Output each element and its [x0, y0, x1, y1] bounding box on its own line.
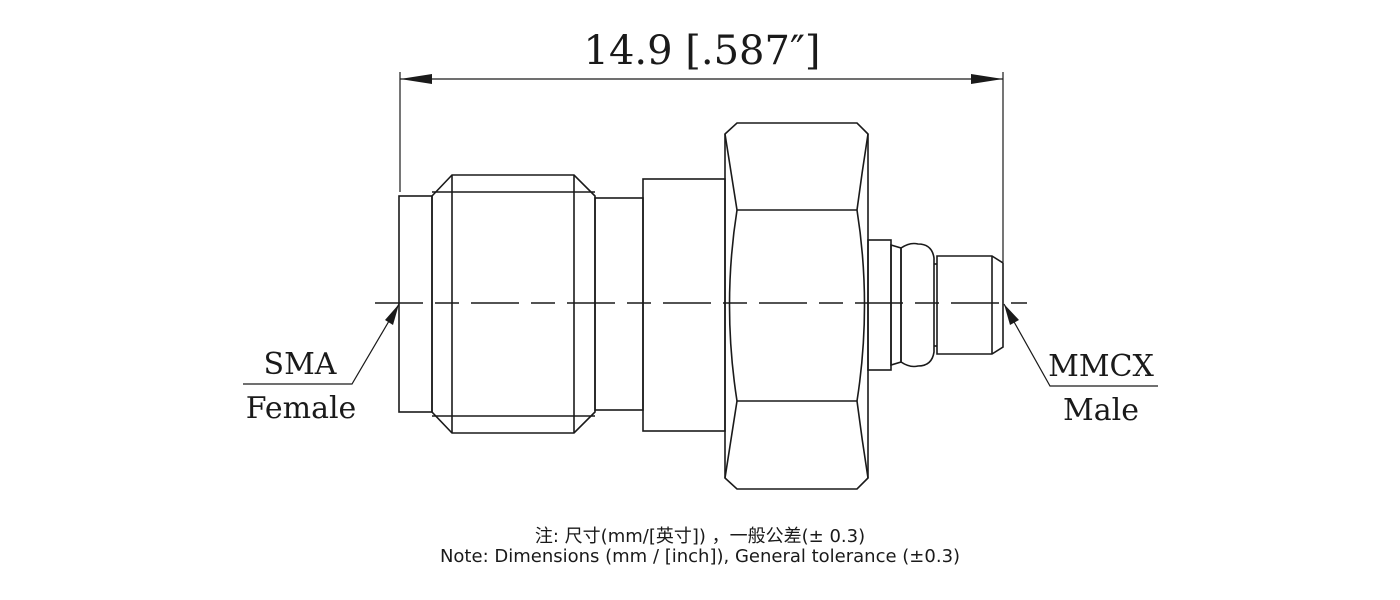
arrow-right-icon	[971, 74, 1003, 84]
dimension-line	[399, 72, 1004, 262]
mmcx-male-body	[867, 239, 1004, 371]
mmcx-leader	[1003, 303, 1158, 387]
male-label: Male	[1063, 393, 1139, 428]
sma-leader	[243, 303, 400, 385]
sma-label: SMA	[264, 347, 337, 382]
leader-arrow-icon	[385, 304, 399, 325]
arrow-left-icon	[400, 74, 432, 84]
hex-nut	[724, 122, 869, 490]
note-chinese: 注: 尺寸(mm/[英寸]) ，一般公差(± 0.3)	[534, 526, 866, 547]
female-label: Female	[246, 391, 357, 426]
sma-female-body	[398, 174, 726, 434]
leader-arrow-icon	[1004, 304, 1019, 325]
note-english: Note: Dimensions (mm / [inch]), General …	[439, 546, 961, 567]
overall-dimension-label: 14.9 [.587″]	[584, 28, 821, 74]
mmcx-label: MMCX	[1048, 349, 1154, 384]
